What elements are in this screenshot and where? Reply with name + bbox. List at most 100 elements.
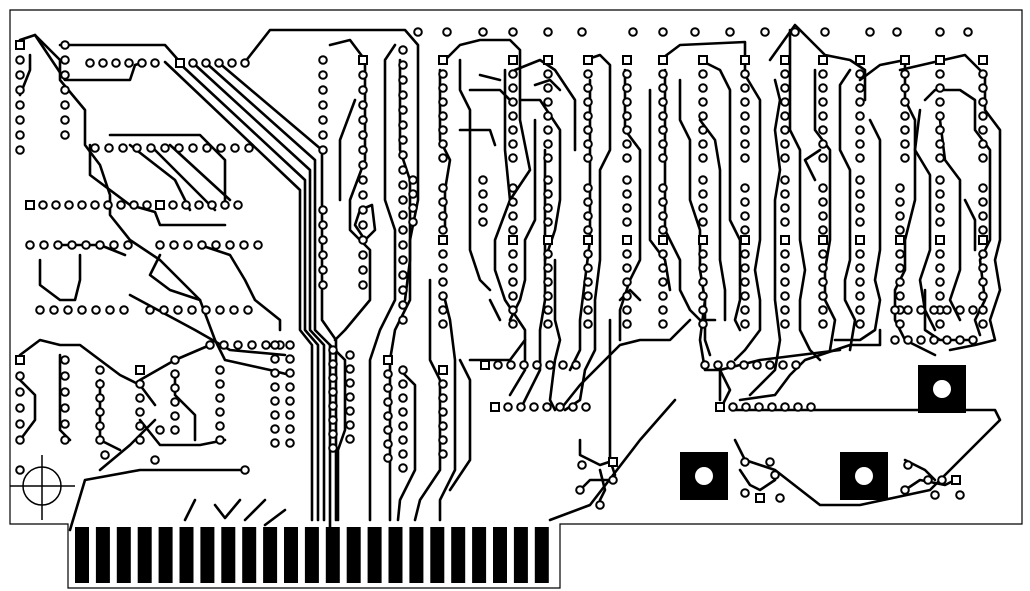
round-pad xyxy=(622,319,632,329)
round-pad xyxy=(438,153,448,163)
round-pad xyxy=(900,139,910,149)
round-pad xyxy=(935,111,945,121)
round-pad xyxy=(398,285,408,295)
round-pad xyxy=(935,27,945,37)
round-pad xyxy=(963,27,973,37)
round-pad xyxy=(543,249,553,259)
round-pad xyxy=(159,305,169,315)
round-pad xyxy=(895,197,905,207)
round-pad xyxy=(543,291,553,301)
round-pad xyxy=(622,277,632,287)
round-pad xyxy=(895,183,905,193)
round-pad xyxy=(658,139,668,149)
round-pad xyxy=(583,277,593,287)
round-pad xyxy=(398,449,408,459)
round-pad xyxy=(413,27,423,37)
round-pad xyxy=(543,69,553,79)
round-pad xyxy=(285,396,295,406)
connector-finger xyxy=(367,527,382,583)
round-pad xyxy=(622,69,632,79)
round-pad xyxy=(942,305,952,315)
round-pad xyxy=(15,465,25,475)
round-pad xyxy=(818,211,828,221)
connector-finger xyxy=(513,527,528,583)
round-pad xyxy=(532,360,542,370)
round-pad xyxy=(543,203,553,213)
round-pad xyxy=(207,200,217,210)
round-pad xyxy=(855,203,865,213)
round-pad xyxy=(818,139,828,149)
round-pad xyxy=(285,368,295,378)
round-pad xyxy=(508,83,518,93)
round-pad xyxy=(398,365,408,375)
round-pad xyxy=(135,421,145,431)
round-pad xyxy=(978,305,988,315)
round-pad xyxy=(170,411,180,421)
round-pad xyxy=(583,83,593,93)
round-pad xyxy=(818,111,828,121)
round-pad xyxy=(935,249,945,259)
round-pad xyxy=(740,488,750,498)
round-pad xyxy=(698,153,708,163)
round-pad xyxy=(408,189,418,199)
round-pad xyxy=(328,373,338,383)
round-pad xyxy=(581,402,591,412)
round-pad xyxy=(622,203,632,213)
round-pad xyxy=(929,335,939,345)
square-pad xyxy=(15,355,25,365)
round-pad xyxy=(622,97,632,107)
round-pad xyxy=(780,217,790,227)
round-pad xyxy=(85,58,95,68)
round-pad xyxy=(698,305,708,315)
square-pad xyxy=(978,55,988,65)
round-pad xyxy=(438,125,448,135)
round-pad xyxy=(170,355,180,365)
round-pad xyxy=(358,280,368,290)
round-pad xyxy=(438,225,448,235)
round-pad xyxy=(698,83,708,93)
round-pad xyxy=(358,220,368,230)
round-pad xyxy=(583,211,593,221)
round-pad xyxy=(780,97,790,107)
round-pad xyxy=(100,450,110,460)
round-pad xyxy=(438,277,448,287)
round-pad xyxy=(508,249,518,259)
round-pad xyxy=(855,175,865,185)
round-pad xyxy=(900,125,910,135)
round-pad xyxy=(622,125,632,135)
round-pad xyxy=(77,305,87,315)
square-pad xyxy=(25,200,35,210)
round-pad xyxy=(740,291,750,301)
round-pad xyxy=(608,475,618,485)
round-pad xyxy=(358,190,368,200)
connector-finger xyxy=(304,527,319,583)
round-pad xyxy=(15,403,25,413)
round-pad xyxy=(935,139,945,149)
round-pad xyxy=(328,429,338,439)
round-pad xyxy=(740,263,750,273)
round-pad xyxy=(916,335,926,345)
square-pad xyxy=(698,235,708,245)
round-pad xyxy=(658,291,668,301)
round-pad xyxy=(519,360,529,370)
round-pad xyxy=(318,115,328,125)
round-pad xyxy=(358,70,368,80)
round-pad xyxy=(63,305,73,315)
round-pad xyxy=(383,383,393,393)
round-pad xyxy=(478,27,488,37)
round-pad xyxy=(895,291,905,301)
connector-finger xyxy=(95,527,110,583)
round-pad xyxy=(345,378,355,388)
round-pad xyxy=(818,305,828,315)
round-pad xyxy=(583,263,593,273)
round-pad xyxy=(622,217,632,227)
round-pad xyxy=(438,111,448,121)
round-pad xyxy=(740,319,750,329)
round-pad xyxy=(895,263,905,273)
round-pad xyxy=(903,305,913,315)
round-pad xyxy=(793,402,803,412)
round-pad xyxy=(215,365,225,375)
round-pad xyxy=(508,153,518,163)
round-pad xyxy=(15,419,25,429)
round-pad xyxy=(118,143,128,153)
